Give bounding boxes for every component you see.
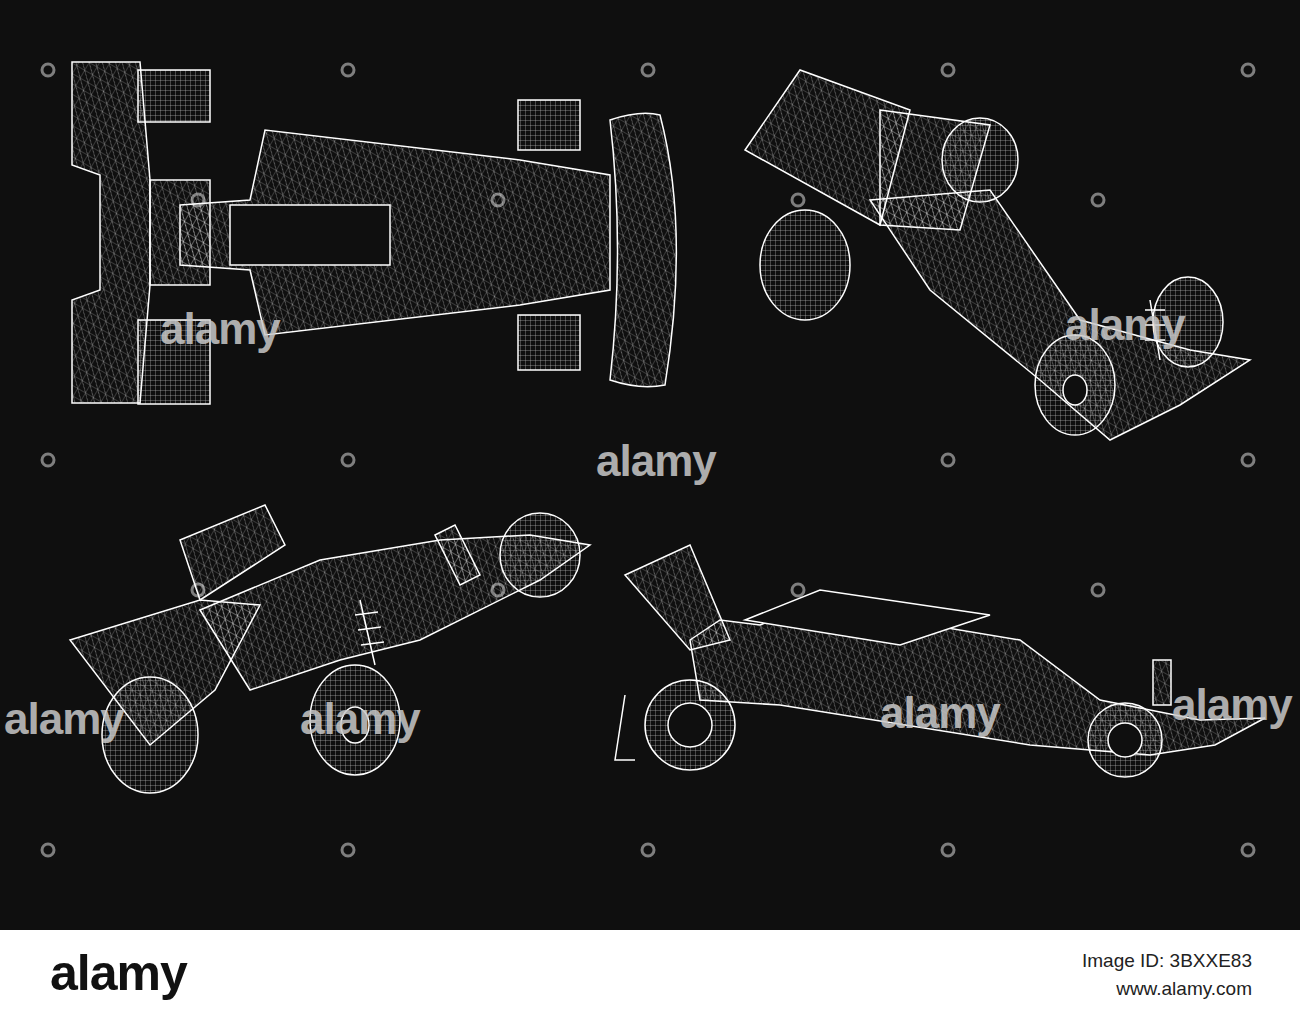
- website-url: www.alamy.com: [1116, 978, 1252, 1000]
- watermark: alamy: [4, 694, 124, 744]
- watermark: alamy: [596, 436, 716, 486]
- watermark: alamy: [1172, 680, 1292, 730]
- brand-logo: alamy: [50, 944, 187, 1002]
- watermark: alamy: [1065, 300, 1185, 350]
- image-id: Image ID: 3BXXE83: [1082, 950, 1252, 972]
- watermark: alamy: [880, 688, 1000, 738]
- watermark: alamy: [160, 304, 280, 354]
- watermark: alamy: [300, 694, 420, 744]
